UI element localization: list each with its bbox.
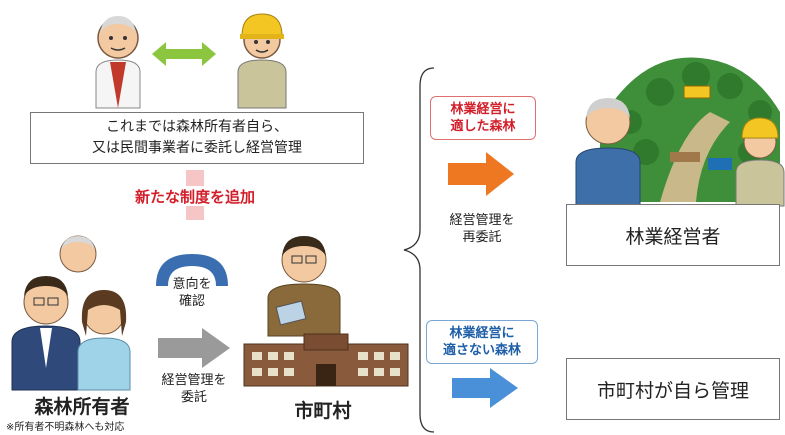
worker-helmet-icon	[237, 13, 287, 109]
entrust-caption: 経営管理を 委託	[150, 372, 238, 406]
traditional-line-1: これまでは森林所有者自ら、	[106, 119, 288, 135]
official-icon	[267, 236, 341, 337]
entrust-arrow-icon	[158, 328, 230, 368]
unsuitable-line-2: 適さない森林	[442, 343, 521, 358]
entrust-line-1: 経営管理を	[161, 373, 227, 388]
suitable-line-1: 林業経営に	[450, 102, 516, 117]
unsuitable-line-1: 林業経営に	[449, 326, 515, 341]
bidirectional-arrow-icon	[152, 42, 216, 66]
traditional-management-box: これまでは森林所有者自ら、 又は民間事業者に委託し経営管理	[30, 112, 364, 164]
worker-helmet-icon-right	[735, 117, 785, 207]
family-icon	[11, 235, 131, 391]
municipality-label: 市町村	[294, 400, 352, 422]
suitable-line-2: 適した森林	[450, 119, 516, 134]
entrust-line-2: 委託	[180, 390, 207, 405]
intention-caption: 意向を 確認	[152, 276, 232, 310]
intention-arc-icon	[156, 254, 228, 286]
reentrust-line-2: 再委託	[462, 230, 502, 245]
forestry-operator-label: 林業経営者	[625, 225, 721, 248]
new-system-label: 新たな制度を追加	[100, 186, 290, 206]
branch-brace	[403, 67, 435, 433]
self-manage-label: 市町村が自ら管理	[596, 379, 749, 402]
reentrust-line-1: 経営管理を	[449, 213, 515, 228]
forestry-operator-box: 林業経営者	[566, 204, 780, 266]
owner-elder-icon	[95, 16, 141, 109]
reentrust-caption: 経営管理を 再委託	[436, 212, 528, 246]
forester-elder-icon	[575, 98, 641, 209]
intention-line-1: 意向を	[172, 277, 212, 292]
suitable-forest-label: 林業経営に 適した森林	[430, 96, 536, 140]
owner-note: ※所有者不明森林へも対応	[6, 422, 125, 433]
traditional-line-2: 又は民間事業者に委託し経営管理	[92, 140, 302, 156]
intention-line-2: 確認	[178, 294, 205, 309]
self-manage-box: 市町村が自ら管理	[566, 358, 780, 420]
forest-landscape-icon	[600, 57, 780, 203]
reentrust-arrow-icon	[448, 152, 514, 196]
self-manage-arrow-icon	[452, 368, 518, 408]
owner-label: 森林所有者	[34, 396, 130, 418]
unsuitable-forest-label: 林業経営に 適さない森林	[426, 320, 538, 364]
municipal-office-icon	[243, 333, 409, 387]
